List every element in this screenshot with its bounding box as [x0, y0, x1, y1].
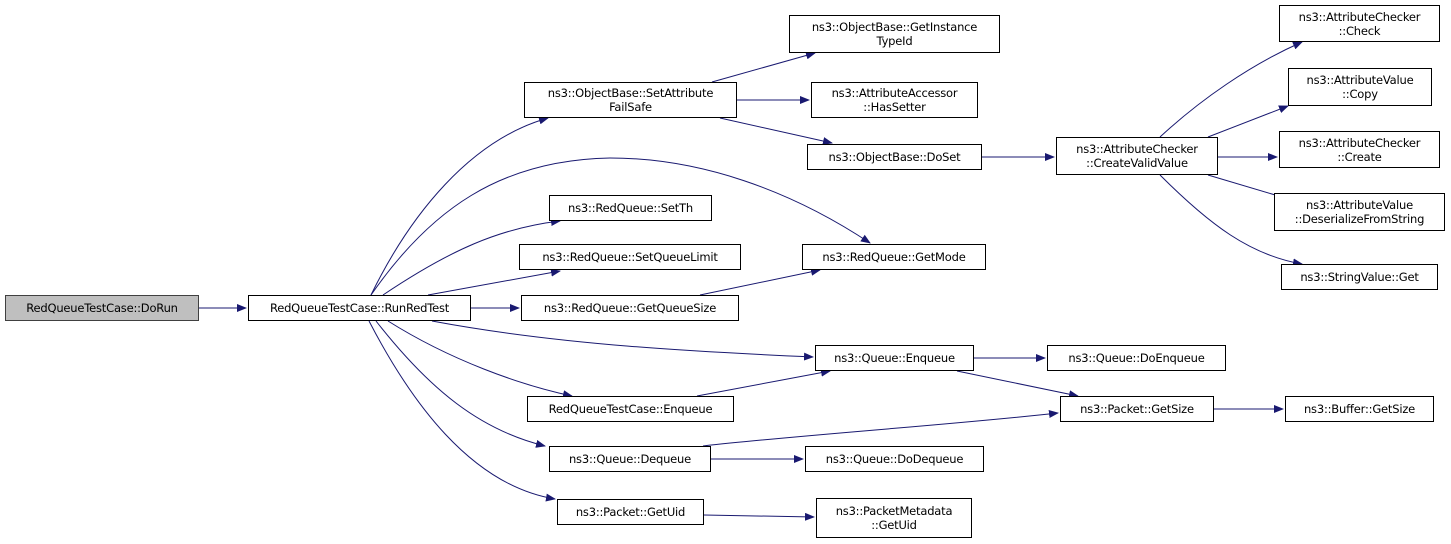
node-dorun: RedQueueTestCase::DoRun — [5, 295, 199, 321]
edge-packet-getuid-to-packetmetadata-getuid — [703, 512, 815, 521]
node-label: ns3::ObjectBase::GetInstance — [811, 20, 978, 34]
edge-runredtest-to-setth — [382, 218, 561, 296]
node-createvalidvalue[interactable]: ns3::AttributeChecker::CreateValidValue — [1056, 137, 1218, 175]
node-doset[interactable]: ns3::ObjectBase::DoSet — [807, 144, 982, 170]
node-label: ns3::Queue::DoDequeue — [825, 452, 964, 466]
node-label: TypeId — [876, 34, 913, 48]
node-label: ns3::ObjectBase::DoSet — [828, 150, 961, 164]
node-label: RedQueueTestCase::RunRedTest — [269, 301, 450, 315]
edge-runredtest-to-rqtc-enqueue — [387, 320, 573, 399]
node-queue-doenqueue[interactable]: ns3::Queue::DoEnqueue — [1047, 345, 1226, 371]
node-setth[interactable]: ns3::RedQueue::SetTh — [549, 195, 712, 221]
node-label: ns3::PacketMetadata — [835, 504, 953, 518]
node-label: FailSafe — [609, 100, 652, 114]
node-label: ns3::Queue::Dequeue — [568, 452, 692, 466]
node-stringvalue-get[interactable]: ns3::StringValue::Get — [1281, 264, 1438, 290]
edge-runredtest-to-getmode — [370, 157, 871, 296]
node-packetmetadata-getuid[interactable]: ns3::PacketMetadata::GetUid — [816, 498, 972, 538]
node-runredtest[interactable]: RedQueueTestCase::RunRedTest — [248, 295, 471, 321]
edge-rqtc-enqueue-to-queue-enqueue — [696, 368, 831, 397]
node-queue-dequeue[interactable]: ns3::Queue::Dequeue — [549, 446, 711, 472]
node-value-copy[interactable]: ns3::AttributeValue::Copy — [1288, 68, 1432, 106]
node-label: ns3::Packet::GetSize — [1080, 402, 1194, 416]
node-label: ns3::Packet::GetUid — [575, 505, 686, 519]
edge-runredtest-to-setqueuelimit — [427, 268, 561, 296]
node-packet-getuid[interactable]: ns3::Packet::GetUid — [557, 499, 704, 525]
edge-runredtest-to-setattributefailsafe — [370, 116, 549, 296]
node-label: ::Check — [1338, 23, 1381, 38]
edge-createvalidvalue-to-checker-check — [1159, 41, 1303, 138]
node-label: ns3::AttributeChecker — [1298, 135, 1421, 150]
node-hassetter[interactable]: ns3::AttributeAccessor::HasSetter — [811, 82, 978, 118]
node-label: ns3::ObjectBase::SetAttribute — [547, 86, 714, 100]
node-label: ns3::AttributeChecker — [1298, 9, 1421, 24]
node-label: ns3::Queue::DoEnqueue — [1068, 351, 1205, 365]
node-label: ns3::AttributeValue — [1306, 73, 1414, 87]
node-buffer-getsize[interactable]: ns3::Buffer::GetSize — [1285, 396, 1434, 422]
node-packet-getsize[interactable]: ns3::Packet::GetSize — [1060, 396, 1214, 422]
node-checker-check[interactable]: ns3::AttributeChecker::Check — [1279, 5, 1440, 42]
node-label: ns3::RedQueue::SetQueueLimit — [542, 250, 718, 264]
edge-setattributefailsafe-to-getinstancetypeid — [711, 51, 816, 83]
node-value-deserialize[interactable]: ns3::AttributeValue::DeserializeFromStri… — [1274, 193, 1445, 231]
node-getmode[interactable]: ns3::RedQueue::GetMode — [802, 244, 986, 270]
node-label: ns3::AttributeValue — [1306, 198, 1413, 212]
node-label: ::Create — [1337, 149, 1382, 164]
edge-createvalidvalue-to-value-copy — [1207, 105, 1289, 138]
node-label: ns3::StringValue::Get — [1300, 270, 1419, 284]
edge-setattributefailsafe-to-doset — [719, 117, 833, 145]
edge-runredtest-to-packet-getuid — [368, 320, 556, 502]
node-queue-dodequeue[interactable]: ns3::Queue::DoDequeue — [805, 446, 984, 472]
node-label: ::CreateValidValue — [1086, 156, 1188, 170]
edge-queue-dequeue-to-packet-getsize — [702, 410, 1059, 447]
node-label: ::DeserializeFromString — [1294, 212, 1425, 226]
node-label: ns3::Queue::Enqueue — [834, 351, 955, 365]
node-label: ::GetUid — [871, 518, 917, 532]
node-label: ::HasSetter — [863, 100, 926, 114]
node-label: ns3::AttributeAccessor — [831, 86, 958, 100]
edge-runredtest-to-queue-dequeue — [375, 320, 546, 448]
edge-runredtest-to-queue-enqueue — [431, 320, 814, 361]
node-label: ns3::AttributeChecker — [1076, 142, 1198, 156]
node-label: ns3::RedQueue::SetTh — [568, 201, 693, 215]
node-setqueuelimit[interactable]: ns3::RedQueue::SetQueueLimit — [519, 244, 741, 270]
node-label: RedQueueTestCase::DoRun — [26, 301, 178, 315]
node-queue-enqueue[interactable]: ns3::Queue::Enqueue — [815, 345, 974, 371]
edge-getqueuesize-to-getmode — [699, 267, 821, 296]
node-getqueuesize[interactable]: ns3::RedQueue::GetQueueSize — [521, 295, 739, 321]
node-rqtc-enqueue[interactable]: RedQueueTestCase::Enqueue — [527, 396, 734, 422]
node-label: RedQueueTestCase::Enqueue — [548, 402, 713, 416]
node-label: ns3::RedQueue::GetQueueSize — [543, 301, 717, 315]
edge-createvalidvalue-to-stringvalue-get — [1159, 174, 1303, 267]
node-checker-create[interactable]: ns3::AttributeChecker::Create — [1279, 131, 1440, 168]
edge-queue-enqueue-to-packet-getsize — [956, 370, 1079, 399]
node-label: ::Copy — [1342, 87, 1378, 101]
node-label: ns3::Buffer::GetSize — [1303, 402, 1416, 416]
node-label: ns3::RedQueue::GetMode — [822, 250, 966, 264]
